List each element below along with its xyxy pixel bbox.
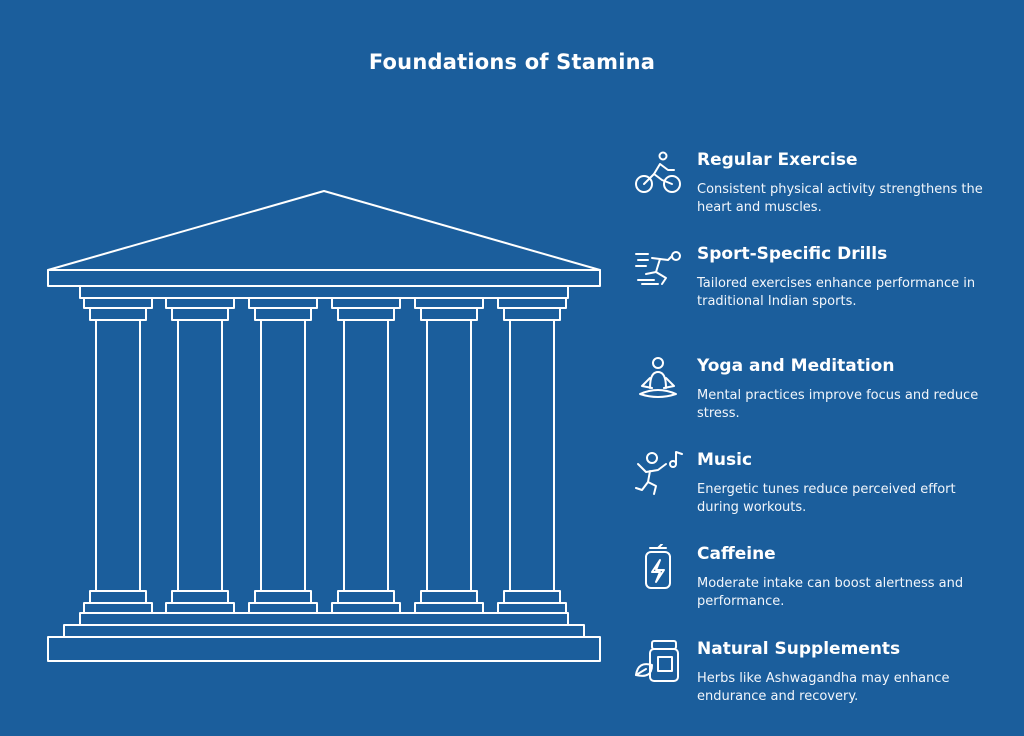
pillar-description: Energetic tunes reduce perceived effort … <box>697 482 956 515</box>
temple-entablature <box>47 269 601 287</box>
temple-stylobate <box>79 612 569 626</box>
pillar-description: Herbs like Ashwagandha may enhance endur… <box>697 671 950 704</box>
temple-column <box>83 297 153 614</box>
pillar-title: Caffeine <box>697 544 776 564</box>
temple-step <box>63 624 585 638</box>
temple-step <box>47 636 601 662</box>
temple-column <box>248 297 318 614</box>
pillar-title: Natural Supplements <box>697 639 901 659</box>
pillar-title: Regular Exercise <box>697 150 858 170</box>
pillar-description: Moderate intake can boost alertness and … <box>697 576 964 609</box>
pillar-title: Music <box>697 450 753 470</box>
meditation-icon <box>639 357 677 398</box>
page-title: Foundations of Stamina <box>368 50 656 74</box>
pillar-title: Yoga and Meditation <box>697 356 895 376</box>
pillar-title: Sport-Specific Drills <box>697 244 888 264</box>
dancer-music-icon <box>635 451 683 495</box>
temple-column <box>497 297 567 614</box>
supplement-jar-icon <box>635 640 679 682</box>
temple-column <box>331 297 401 614</box>
cyclist-icon <box>635 151 681 193</box>
pillar-description: Tailored exercises enhance performance i… <box>697 276 976 309</box>
energy-drink-icon <box>645 544 671 589</box>
temple-column <box>165 297 235 614</box>
temple-column <box>414 297 484 614</box>
temple-pediment <box>47 190 601 271</box>
temple-columns <box>83 297 567 614</box>
temple-illustration <box>47 190 601 662</box>
pillar-description: Mental practices improve focus and reduc… <box>697 388 979 421</box>
pillar-description: Consistent physical activity strengthens… <box>697 182 983 215</box>
running-drill-icon <box>635 251 681 285</box>
